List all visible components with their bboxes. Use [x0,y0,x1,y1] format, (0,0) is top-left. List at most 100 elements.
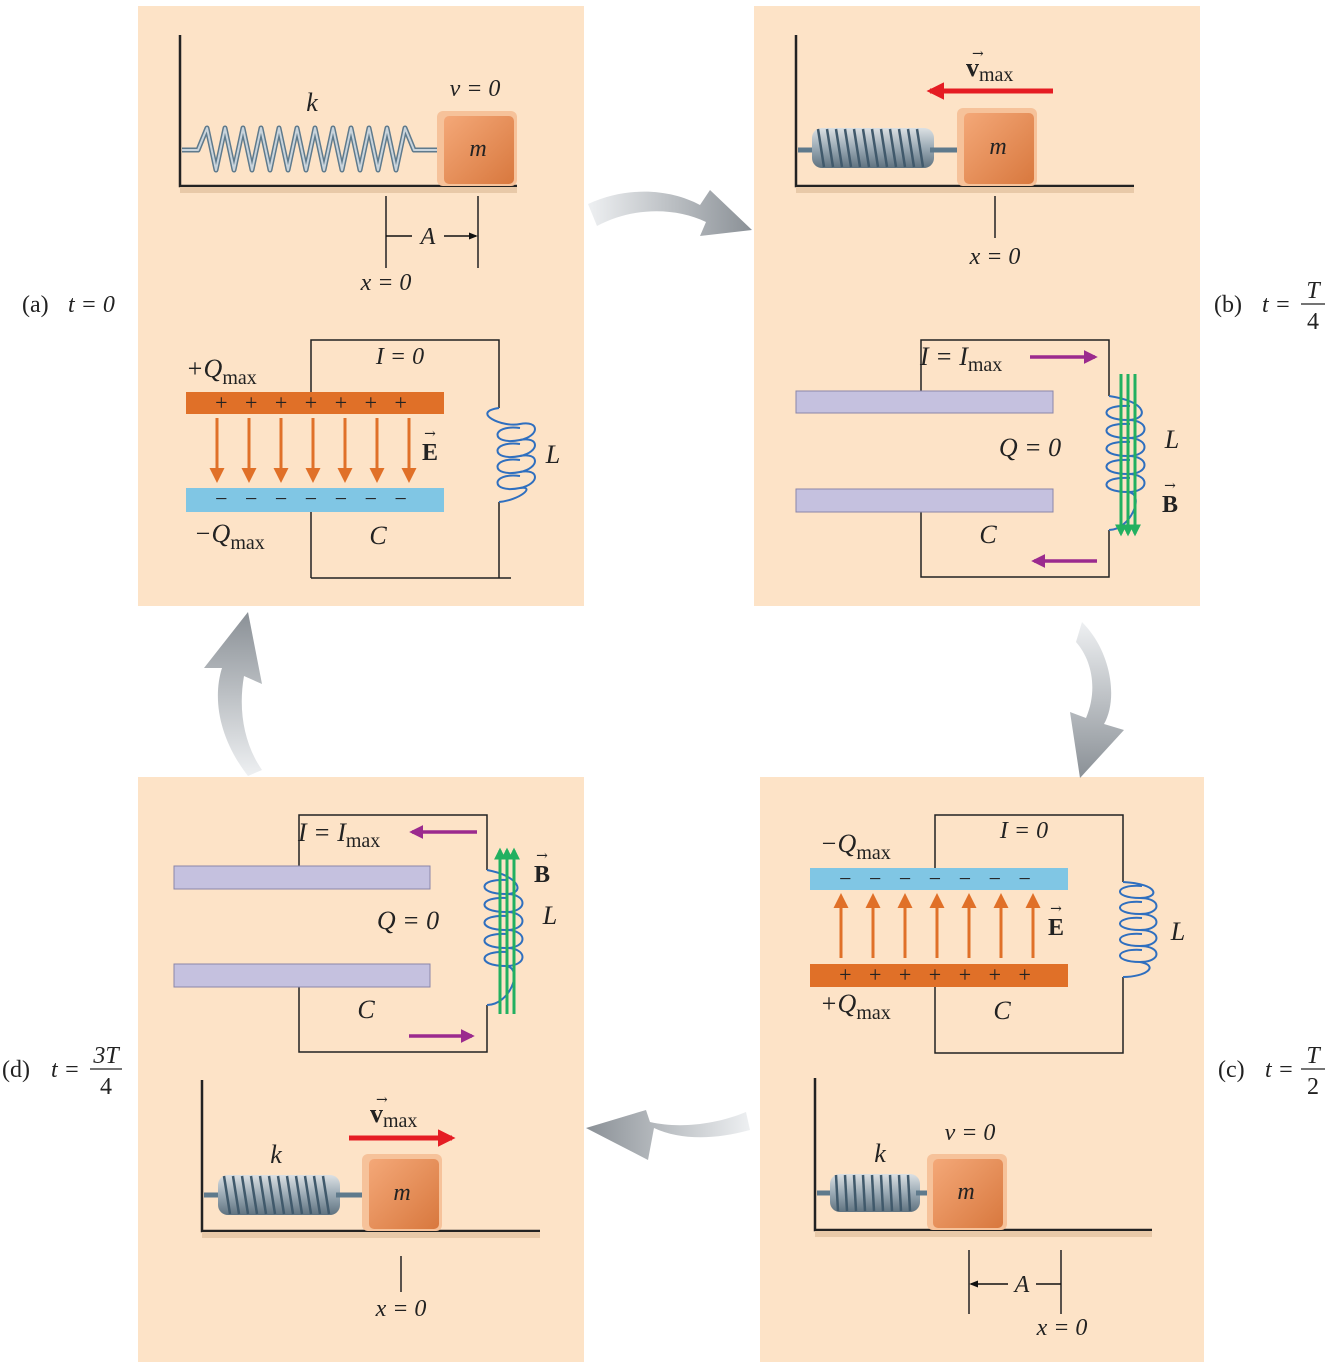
svg-text:→: → [536,848,548,864]
inductor-label: L [1170,917,1185,946]
equilibrium-label: x = 0 [360,270,412,296]
q-bottom-label: −Qmax [194,519,265,554]
wall-and-floor [178,35,517,188]
field-e-label: E [1048,915,1064,941]
capacitor-plate-negative [810,868,1068,890]
capacitor-label: C [357,995,375,1024]
magnetic-field-arrows [494,847,520,1014]
spring-compressed [798,128,960,168]
svg-text:→: → [1164,478,1176,494]
capacitor-label: C [993,996,1011,1025]
current-label: I = 0 [999,818,1048,844]
svg-text:(d): (d) [2,1057,30,1083]
svg-text:m: m [989,134,1006,160]
wall-and-floor [813,1078,1152,1232]
velocity-label: v = 0 [450,76,501,102]
panel-a: m k v = 0 A x = 0 + + + + + + + − − − − … [138,6,584,606]
amplitude-label: A [1013,1272,1030,1298]
svg-text:3T: 3T [92,1043,120,1069]
svg-text:→: → [376,1092,388,1108]
svg-text:T: T [1306,278,1321,304]
cycle-arrow-a-to-b [588,190,752,236]
floor-shadow [180,187,517,193]
svg-text:− − − − − − −: − − − − − − − [839,866,1037,891]
time-label-b: (b) t = T 4 [1214,278,1325,335]
capacitor-plate-top [795,390,1054,414]
inductor-label: L [545,440,560,469]
velocity-label: vmax [370,1099,417,1132]
svg-text:2: 2 [1307,1074,1319,1100]
capacitor-plate-top [173,865,431,890]
plate-charge-signs-top: + + + + + + + [215,390,413,415]
q-top-label: +Qmax [186,354,257,389]
cycle-arrow-c-to-d [586,1110,750,1160]
svg-text:+ + + + + + +: + + + + + + + [839,962,1037,987]
capacitor-plate-positive [810,964,1068,987]
svg-text:t =: t = [1262,292,1291,318]
inductor-coil [486,407,536,503]
time-label-c: (c) t = T 2 [1218,1043,1325,1100]
svg-text:→: → [972,46,984,62]
capacitor-plate-negative [186,488,444,512]
time-label-a: (a) t = 0 [22,292,115,318]
q-top-label: −Qmax [820,829,891,864]
panel-b: m vmax → x = 0 I = Imax Q = 0 C L B [754,6,1200,606]
amplitude-label: A [419,224,436,250]
charge-label: Q = 0 [999,433,1061,462]
spring-constant-label: k [270,1140,282,1169]
magnetic-field-arrows [1115,374,1141,537]
svg-text:(a): (a) [22,292,49,318]
charge-label: Q = 0 [377,906,439,935]
panel-d-background [138,777,584,1362]
q-bottom-label: +Qmax [820,989,891,1024]
electric-field-arrows [209,418,417,483]
inductor-label: L [542,901,557,930]
svg-text:→: → [1050,901,1062,917]
inductor-label: L [1164,425,1179,454]
capacitor-label: C [979,520,997,549]
spring-compressed [817,1174,930,1212]
spring-constant-label: k [874,1139,886,1168]
inductor-coil [1119,881,1158,978]
svg-text:m: m [393,1180,410,1206]
panel-d: I = Imax Q = 0 C B → L [138,777,584,1362]
mass-label: m [469,136,486,162]
svg-text:(c): (c) [1218,1057,1245,1083]
velocity-label: vmax [966,53,1013,86]
capacitor-plate-positive [186,392,444,414]
capacitor-plate-bottom [173,963,431,988]
svg-text:T: T [1306,1043,1321,1069]
spring-constant-label: k [306,88,318,117]
equilibrium-label: x = 0 [1036,1315,1088,1341]
electric-field-arrows [833,893,1041,958]
field-b-label: B [534,862,550,888]
field-e-label: E [422,440,438,466]
svg-text:t = 0: t = 0 [68,292,115,318]
capacitor-label: C [369,521,387,550]
panel-c-background [760,777,1204,1362]
time-label-d: (d) t = 3T 4 [2,1043,122,1100]
panel-a-background [138,6,584,606]
panel-c: − − − − − − − + + + + + + + −Qmax +Qmax … [760,777,1204,1362]
svg-text:4: 4 [100,1074,112,1100]
equilibrium-label: x = 0 [375,1296,427,1322]
svg-text:4: 4 [1307,309,1319,335]
svg-text:→: → [424,426,436,442]
capacitor-plate-bottom [795,488,1054,513]
equilibrium-label: x = 0 [969,244,1021,270]
panel-b-background [754,6,1200,606]
velocity-label: v = 0 [945,1120,996,1146]
plate-charge-signs-bottom: − − − − − − − [215,486,413,511]
current-label: I = Imax [297,818,380,852]
cycle-arrow-b-to-c [1070,622,1124,778]
svg-text:m: m [957,1179,974,1205]
field-b-label: B [1162,492,1178,518]
spring-compressed [204,1175,366,1215]
circuit-wire [310,339,500,408]
svg-text:t =: t = [51,1057,80,1083]
svg-text:(b): (b) [1214,292,1242,318]
svg-text:t =: t = [1265,1057,1294,1083]
current-label: I = 0 [375,344,424,370]
cycle-arrow-d-to-a [204,612,262,776]
